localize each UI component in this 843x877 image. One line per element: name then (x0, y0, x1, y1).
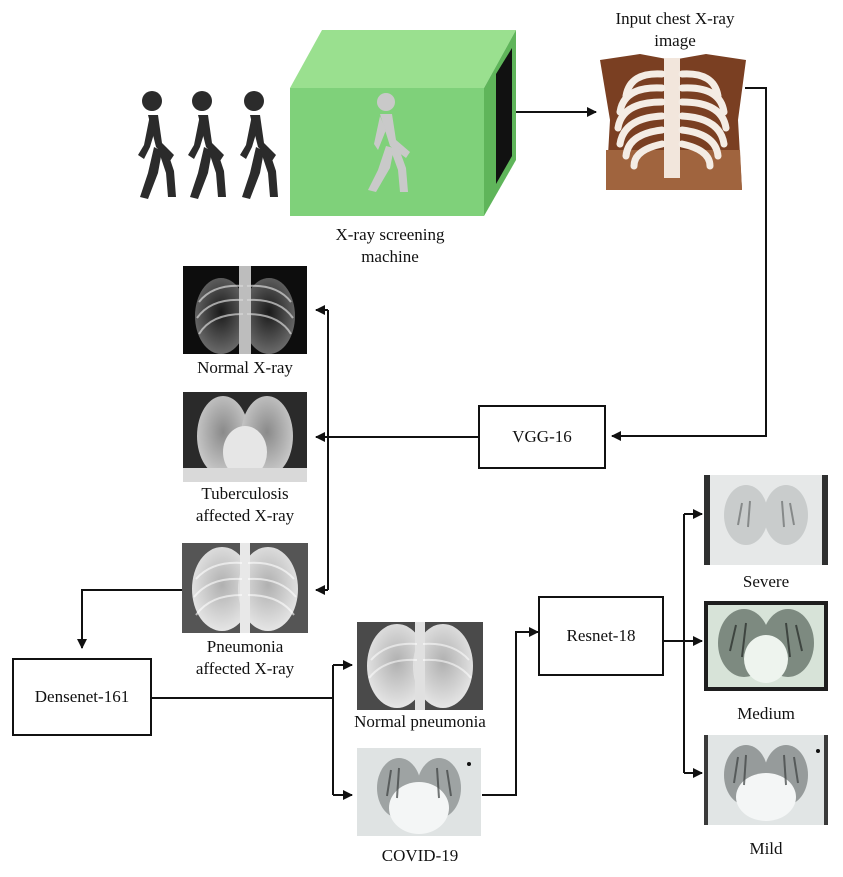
tuberculosis-xray-image (183, 392, 307, 482)
resnet18-label: Resnet-18 (567, 626, 636, 646)
pneumonia-label: Pneumonia affected X-ray (175, 636, 315, 680)
tuberculosis-label: Tuberculosis affected X-ray (170, 483, 320, 527)
mild-xray-image (704, 735, 828, 825)
normal-xray-image (183, 266, 307, 354)
pneu-label-line2: affected X-ray (175, 658, 315, 680)
normal-pneumonia-label: Normal pneumonia (340, 711, 500, 733)
normal-pneumonia-xray-image (357, 622, 483, 710)
resnet18-box: Resnet-18 (538, 596, 664, 676)
densenet161-label: Densenet-161 (35, 687, 129, 707)
vgg16-box: VGG-16 (478, 405, 606, 469)
vgg16-label: VGG-16 (512, 427, 572, 447)
densenet161-box: Densenet-161 (12, 658, 152, 736)
medium-xray-image (704, 601, 828, 691)
medium-label: Medium (720, 703, 812, 725)
normal-xray-label: Normal X-ray (183, 357, 307, 379)
severe-label: Severe (720, 571, 812, 593)
covid-xray-image (357, 748, 481, 836)
tb-label-line1: Tuberculosis (170, 483, 320, 505)
covid-label: COVID-19 (350, 845, 490, 867)
mild-label: Mild (720, 838, 812, 860)
pneu-label-line1: Pneumonia (175, 636, 315, 658)
severe-xray-image (704, 475, 828, 565)
tb-label-line2: affected X-ray (170, 505, 320, 527)
pneumonia-xray-image (182, 543, 308, 633)
